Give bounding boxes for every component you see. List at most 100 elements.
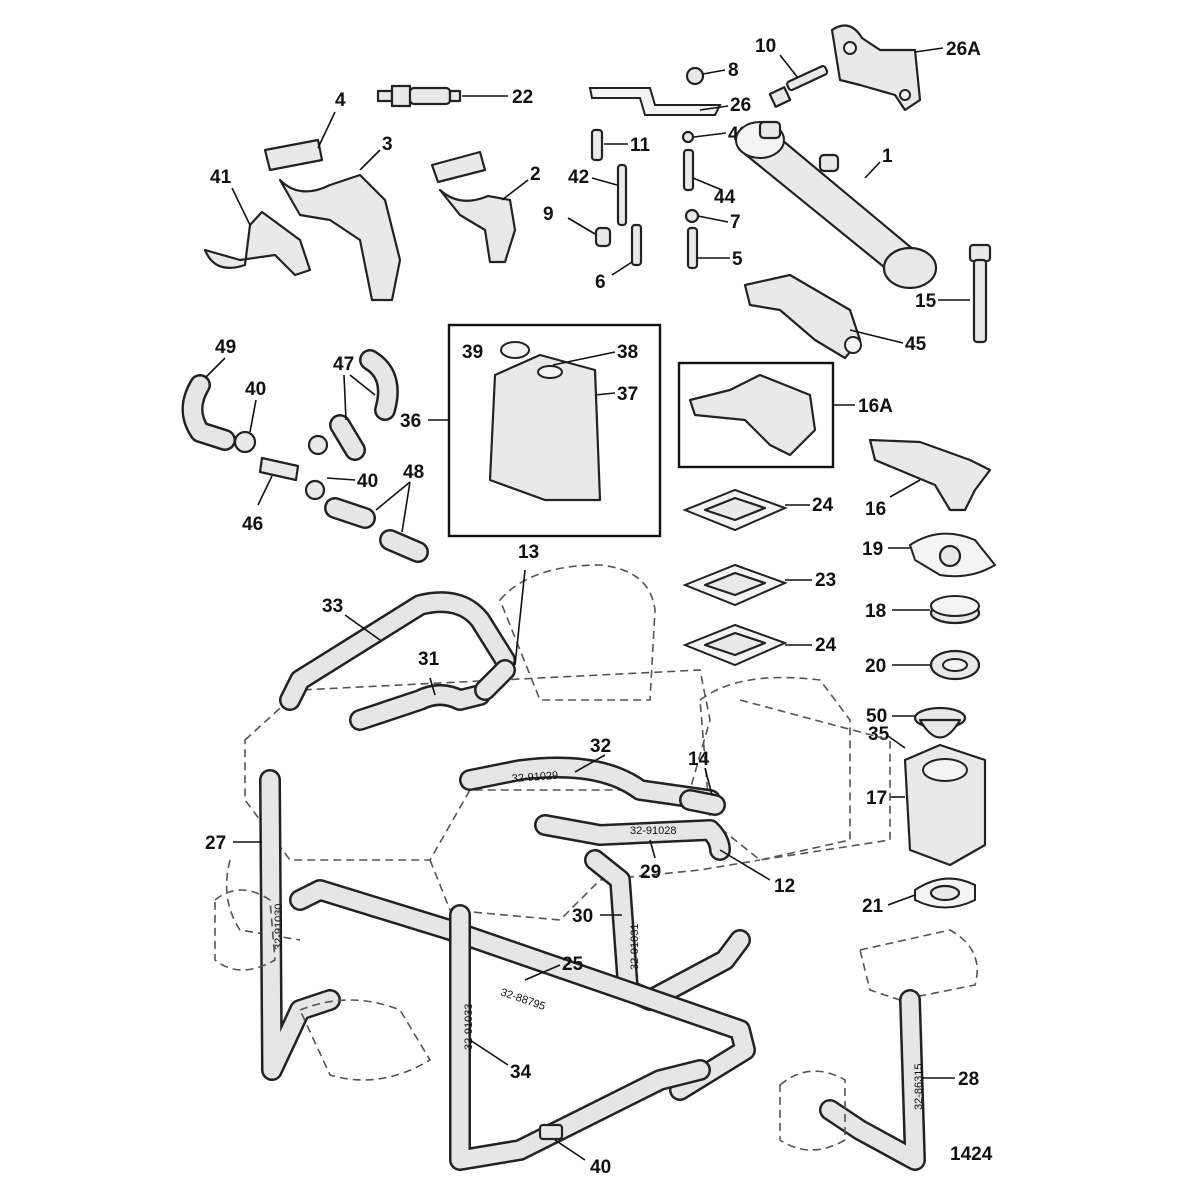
bracket-3 [263, 138, 402, 302]
hose-47 [329, 349, 399, 461]
callout-19: 19 [862, 539, 883, 560]
callout-12: 12 [774, 876, 795, 897]
hose-label-32: 32-91029 [511, 770, 558, 785]
hose-27: 32-91030 [259, 769, 341, 1081]
callout-46: 46 [242, 514, 263, 535]
stud-6 [630, 223, 643, 267]
bracket-2 [430, 150, 517, 264]
callout-9: 9 [543, 204, 554, 225]
callout-45: 45 [905, 334, 927, 355]
hose-label-28: 32-86315 [913, 1064, 925, 1111]
callout-16: 16 [865, 499, 886, 520]
callout-50: 50 [866, 706, 887, 727]
gasket-39 [500, 341, 530, 359]
spark-plug-22 [376, 84, 462, 108]
callout-6: 6 [595, 272, 606, 293]
clamp-40-b [304, 434, 329, 501]
callout-5: 5 [732, 249, 743, 270]
clamp-40-a [233, 430, 257, 454]
bolt-15 [968, 243, 992, 344]
hose-label-25: 32-88795 [499, 986, 547, 1012]
nut-8 [685, 66, 705, 86]
elbow-45 [743, 273, 862, 360]
washer-43 [681, 130, 695, 144]
callout-47: 47 [333, 354, 354, 375]
gasket-21 [914, 877, 976, 909]
callout-40-a: 40 [245, 379, 266, 400]
hose-31 [349, 684, 491, 731]
callout-26a: 26A [946, 39, 981, 60]
callout-26: 26 [730, 95, 751, 116]
gasket-23 [682, 563, 788, 607]
housing-16 [868, 438, 992, 512]
callout-2: 2 [530, 164, 541, 185]
gasket-19 [908, 532, 997, 578]
stud-11 [590, 128, 604, 162]
bracket-41 [203, 210, 312, 277]
callout-23: 23 [815, 570, 836, 591]
hose-32: 32-91029 [459, 756, 721, 811]
callout-35: 35 [868, 724, 890, 745]
callout-49: 49 [215, 337, 236, 358]
stud-42 [616, 163, 628, 227]
callout-10: 10 [755, 36, 776, 57]
callout-40-b: 40 [357, 471, 378, 492]
pump-right [779, 1070, 846, 1151]
callout-16a: 16A [858, 396, 893, 417]
callout-28: 28 [958, 1069, 979, 1090]
bolt-44 [682, 148, 695, 192]
callout-18: 18 [865, 601, 886, 622]
callout-1: 1 [882, 146, 893, 167]
callout-8: 8 [728, 60, 739, 81]
bolt-5 [686, 226, 699, 270]
callout-48: 48 [403, 462, 424, 483]
callout-36: 36 [400, 411, 421, 432]
callout-21: 21 [862, 896, 884, 917]
callout-37: 37 [617, 384, 638, 405]
callout-38: 38 [617, 342, 638, 363]
callout-7: 7 [730, 212, 741, 233]
reservoir-box [447, 323, 662, 538]
callout-33: 33 [322, 596, 343, 617]
hose-label-27: 32-91030 [273, 904, 285, 951]
box-16a [677, 361, 835, 469]
hose-34: 32-91033 [449, 904, 711, 1171]
callout-3: 3 [382, 134, 393, 155]
pump-left [214, 889, 432, 1081]
nut-9 [594, 226, 612, 248]
hose-label-29: 32-91028 [630, 825, 677, 837]
gasket-24-b [682, 623, 788, 667]
clamp-40-c [538, 1123, 564, 1141]
hose-label-30: 32-91031 [629, 924, 641, 971]
callout-31: 31 [418, 649, 440, 670]
callout-29: 29 [640, 862, 661, 883]
callout-15: 15 [915, 291, 937, 312]
callout-17: 17 [866, 788, 887, 809]
hose-33 [279, 591, 516, 711]
nut-7 [684, 208, 700, 224]
housing-16a [688, 373, 817, 457]
callout-30: 30 [572, 906, 593, 927]
housing-17 [903, 743, 987, 867]
callout-34: 34 [510, 1062, 532, 1083]
fitting-13 [474, 659, 516, 701]
hose-48 [324, 497, 429, 563]
callout-42: 42 [568, 167, 589, 188]
tube-46 [258, 456, 300, 482]
callout-24-a: 24 [812, 495, 834, 516]
callout-44: 44 [714, 187, 736, 208]
figure-number: 1424 [950, 1144, 993, 1165]
callout-32: 32 [590, 736, 611, 757]
gasket-24-a [682, 488, 788, 532]
callout-39: 39 [462, 342, 483, 363]
callout-4: 4 [335, 90, 346, 111]
callout-25: 25 [562, 954, 584, 975]
callout-22: 22 [512, 87, 533, 108]
callout-13: 13 [518, 542, 539, 563]
callout-14: 14 [688, 749, 710, 770]
thermostat-50 [913, 706, 967, 739]
callout-20: 20 [865, 656, 886, 677]
callout-27: 27 [205, 833, 226, 854]
ring-18 [929, 595, 981, 625]
hose-14 [679, 789, 726, 816]
